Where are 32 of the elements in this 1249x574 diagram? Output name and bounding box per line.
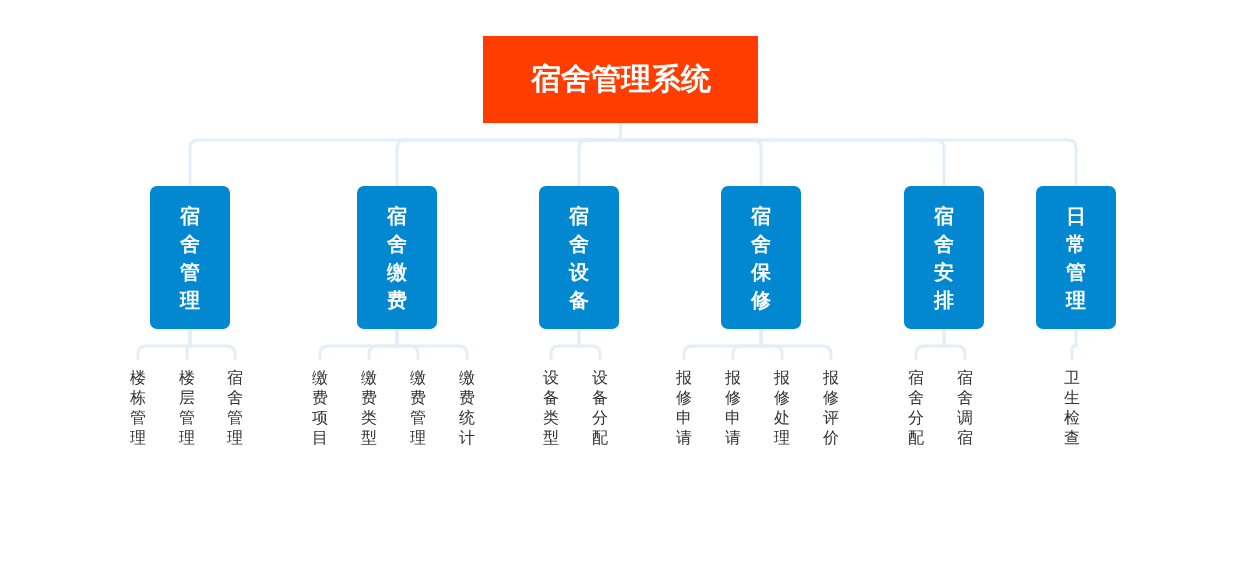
leaf-label: 设备类型 — [543, 368, 559, 448]
category-label: 宿舍管理 — [180, 202, 200, 314]
title-box: 宿舍管理系统 — [483, 36, 758, 123]
category-label: 宿舍保修 — [751, 202, 771, 314]
leaf-label: 缴费统计 — [459, 368, 475, 448]
leaf-label: 缴费项目 — [312, 368, 328, 448]
leaf-label: 宿舍分配 — [908, 368, 924, 448]
leaf-label: 报修申请 — [725, 368, 741, 448]
category-label: 宿舍缴费 — [387, 202, 407, 314]
leaf-label: 缴费类型 — [361, 368, 377, 448]
leaf-label: 楼层管理 — [179, 368, 195, 448]
category-label: 宿舍安排 — [934, 202, 954, 314]
leaf-label: 报修申请 — [676, 368, 692, 448]
category-box — [721, 186, 801, 329]
category-box — [1036, 186, 1116, 329]
leaf-label: 楼栋管理 — [130, 368, 146, 448]
leaf-label: 报修评价 — [823, 368, 839, 448]
connector-line — [942, 329, 967, 360]
connector-line — [1070, 329, 1078, 360]
leaf-label: 宿舍调宿 — [957, 368, 973, 448]
category-box — [904, 186, 984, 329]
category-box — [539, 186, 619, 329]
leaf-label: 报修处理 — [774, 368, 790, 448]
connector-line — [577, 329, 602, 360]
category-label: 日常管理 — [1066, 202, 1086, 314]
category-label: 宿舍设备 — [569, 202, 589, 314]
category-box — [357, 186, 437, 329]
leaf-label: 设备分配 — [592, 368, 608, 448]
leaf-label: 缴费管理 — [410, 368, 426, 448]
category-box — [150, 186, 230, 329]
leaf-label: 卫生检查 — [1064, 368, 1080, 448]
leaf-label: 宿舍管理 — [227, 368, 243, 448]
